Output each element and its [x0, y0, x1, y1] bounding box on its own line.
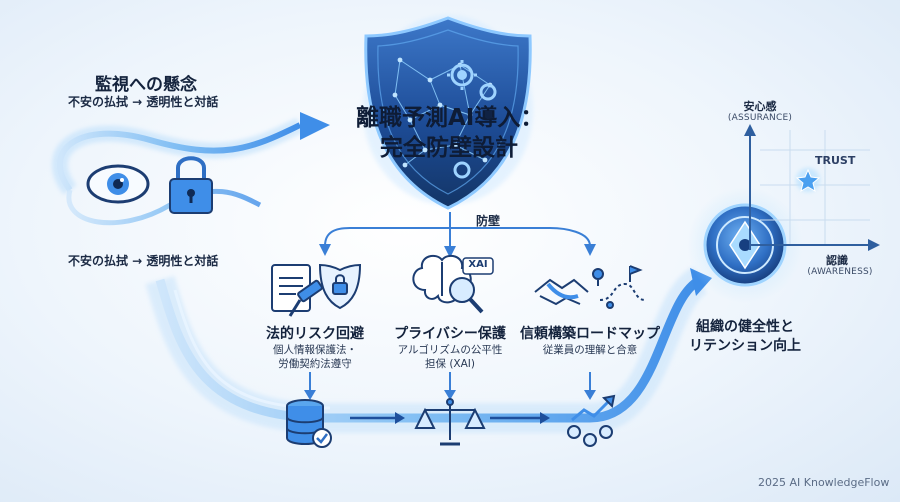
outcome-line1: 組織の健全性と — [696, 319, 794, 335]
privacy-desc: アルゴリズムの公平性 担保 (XAI) — [385, 343, 515, 371]
outcome-text: 組織の健全性と リテンション向上 — [675, 318, 815, 356]
x-axis-label: 認識 — [826, 254, 848, 267]
trust-roadmap-title: 信頼構築ロードマップ — [520, 326, 660, 342]
main-title-line1: 離職予測AI導入： — [356, 105, 544, 131]
concern-heading: 監視への懸念 — [95, 75, 197, 95]
trust-star-icon — [795, 168, 821, 193]
legal-document-gavel-icon — [271, 263, 362, 317]
barrier-label: 防壁 — [476, 214, 501, 228]
concern-subtitle-top: 不安の払拭 → 透明性と対話 — [68, 95, 219, 109]
eye-icon — [86, 164, 150, 204]
legal-risk-desc-line1: 個人情報保護法・ — [273, 344, 357, 356]
legal-risk-desc-line2: 労働契約法遵守 — [278, 358, 352, 370]
xai-badge-label: XAI — [468, 259, 488, 270]
gear-icon — [450, 63, 497, 179]
balance-scale-icon — [414, 398, 486, 446]
x-axis-label-en: (AWARENESS) — [807, 267, 873, 277]
organization-emblem-icon — [687, 187, 803, 303]
privacy-title: プライバシー保護 — [394, 326, 506, 342]
footer-credit: 2025 AI KnowledgeFlow — [758, 476, 890, 489]
branch-connectors — [324, 212, 591, 248]
main-title: 離職予測AI導入： 完全防壁設計 — [356, 103, 544, 163]
y-axis-label: 安心感 — [743, 100, 777, 113]
handshake-roadmap-icon — [534, 265, 646, 309]
trust-label: TRUST — [815, 154, 856, 167]
xai-badge — [462, 257, 494, 275]
branch-arrowheads — [319, 244, 596, 258]
padlock-icon — [169, 156, 213, 214]
trust-roadmap-desc: 従業員の理解と合意 — [542, 344, 638, 356]
legal-risk-title: 法的リスク回避 — [266, 326, 364, 342]
y-axis-label-en: (ASSURANCE) — [727, 113, 793, 123]
privacy-desc-line2: 担保 (XAI) — [424, 358, 475, 370]
brain-magnifier-icon — [412, 254, 484, 314]
concern-subtitle-bottom: 不安の払拭 → 透明性と対話 — [68, 254, 219, 268]
team-growth-icon — [567, 394, 616, 447]
legal-risk-desc: 個人情報保護法・ 労働契約法遵守 — [250, 343, 380, 371]
database-check-icon — [286, 399, 332, 448]
main-title-line2: 完全防壁設計 — [380, 135, 518, 161]
bottom-arrows — [350, 412, 550, 424]
shield-emblem — [363, 15, 533, 210]
privacy-desc-line1: アルゴリズムの公平性 — [397, 344, 503, 356]
column-down-arrows — [309, 372, 591, 392]
outcome-line2: リテンション向上 — [689, 338, 801, 354]
